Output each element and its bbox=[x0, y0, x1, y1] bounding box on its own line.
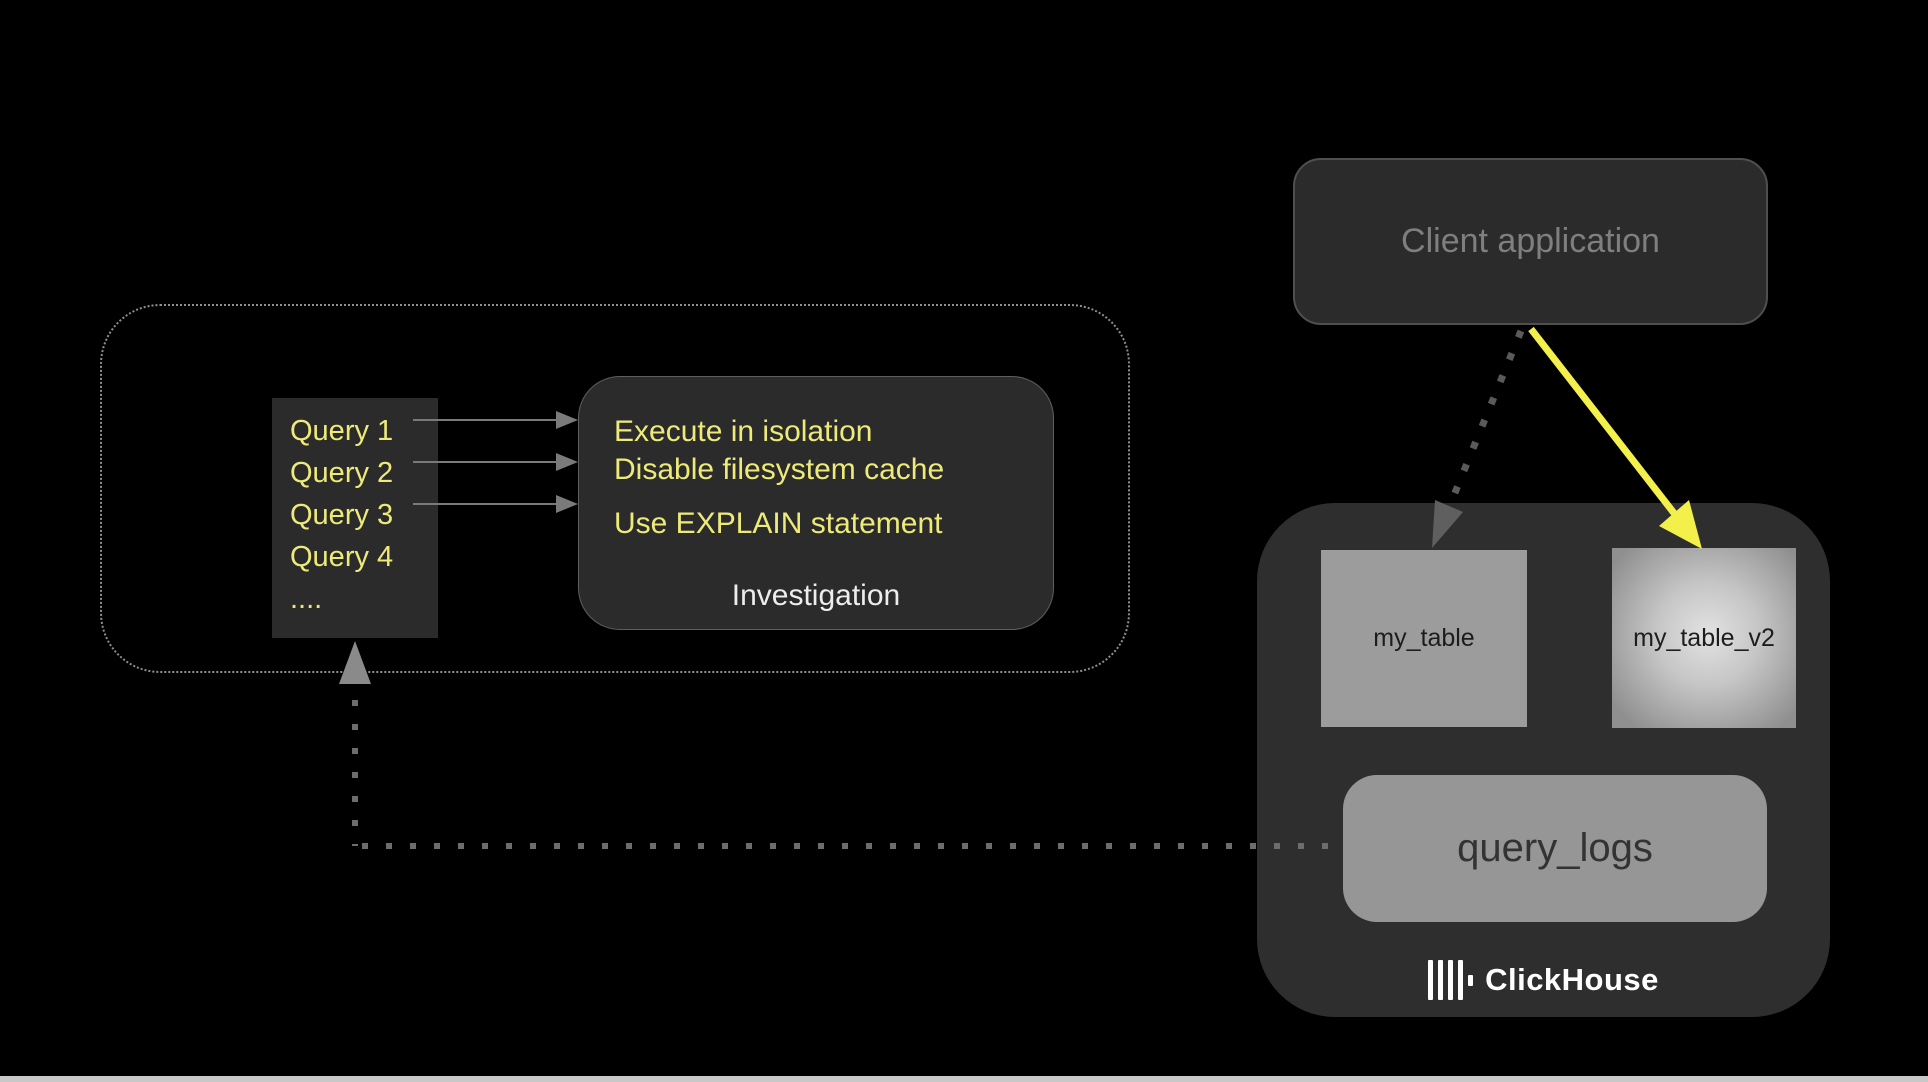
investigation-tip: Execute in isolation bbox=[614, 415, 873, 448]
query-logs-box: query_logs bbox=[1343, 775, 1767, 922]
clickhouse-brand-label: ClickHouse bbox=[1485, 962, 1659, 997]
investigation-title: Investigation bbox=[731, 579, 901, 612]
investigation-region-outline bbox=[100, 304, 1130, 673]
clickhouse-brand: ClickHouse bbox=[1257, 958, 1830, 1002]
clickhouse-logo-icon bbox=[1428, 959, 1474, 1001]
investigation-tip: Disable filesystem cache bbox=[614, 453, 945, 486]
table-box-my-table: my_table bbox=[1321, 550, 1527, 727]
my-table-label: my_table bbox=[1373, 624, 1475, 652]
query-list-item: .... bbox=[290, 583, 323, 615]
query-list-panel: Query 1 Query 2 Query 3 Query 4 .... bbox=[272, 398, 438, 638]
query-list-item: Query 1 bbox=[290, 415, 394, 447]
query-list-item: Query 3 bbox=[290, 499, 394, 531]
investigation-panel: Execute in isolation Disable filesystem … bbox=[578, 376, 1054, 630]
query-list-item: Query 2 bbox=[290, 457, 394, 489]
client-application-label: Client application bbox=[1401, 222, 1660, 260]
window-edge-strip bbox=[0, 1076, 1928, 1082]
query-list-item: Query 4 bbox=[290, 541, 394, 573]
query-logs-label: query_logs bbox=[1457, 826, 1653, 870]
my-table-v2-label: my_table_v2 bbox=[1633, 623, 1775, 652]
table-box-my-table-v2: my_table_v2 bbox=[1612, 548, 1796, 728]
client-application-box: Client application bbox=[1293, 158, 1768, 325]
investigation-tip: Use EXPLAIN statement bbox=[614, 507, 943, 540]
